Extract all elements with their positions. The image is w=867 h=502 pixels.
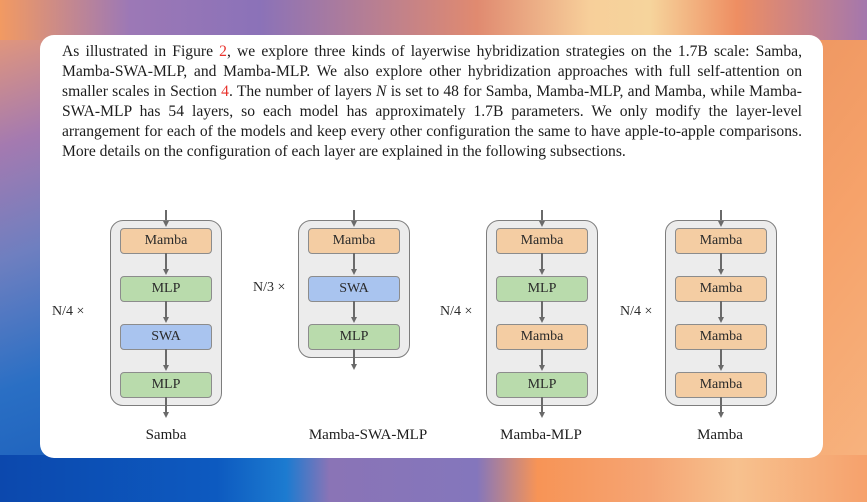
output-arrow-line bbox=[165, 397, 167, 412]
connector-line bbox=[353, 253, 355, 270]
figure-2-link[interactable]: 2 bbox=[219, 43, 227, 60]
arrowhead bbox=[538, 317, 545, 323]
connector-line bbox=[720, 349, 722, 366]
layer-block-swa: SWA bbox=[308, 276, 400, 302]
arrowhead bbox=[162, 412, 169, 418]
layer-block-mamba: Mamba bbox=[675, 372, 767, 398]
arrowhead bbox=[538, 365, 545, 371]
connector-line bbox=[165, 253, 167, 270]
arrowhead bbox=[538, 221, 545, 227]
arrowhead bbox=[350, 364, 357, 370]
arrowhead bbox=[162, 269, 169, 275]
architecture-caption: Mamba-SWA-MLP bbox=[308, 427, 428, 443]
layer-block-mlp: MLP bbox=[120, 276, 212, 302]
connector-line bbox=[541, 253, 543, 270]
output-arrow-line bbox=[353, 349, 355, 364]
connector-line bbox=[541, 349, 543, 366]
repeat-label: N/4 × bbox=[440, 304, 473, 319]
connector-line bbox=[165, 349, 167, 366]
arrowhead bbox=[162, 221, 169, 227]
repeat-label: N/4 × bbox=[52, 304, 85, 319]
layer-block-mamba: Mamba bbox=[675, 228, 767, 254]
layer-block-swa: SWA bbox=[120, 324, 212, 350]
architecture-caption: Mamba-MLP bbox=[500, 427, 582, 443]
connector-line bbox=[353, 301, 355, 318]
variable-n: N bbox=[376, 83, 387, 100]
para-seg-6: is set to 48 for Samba, Mamba-MLP, and M… bbox=[62, 83, 802, 160]
input-arrow-line bbox=[720, 210, 722, 222]
arrowhead bbox=[538, 269, 545, 275]
arrowhead bbox=[717, 221, 724, 227]
arrowhead bbox=[538, 412, 545, 418]
layer-block-mamba: Mamba bbox=[120, 228, 212, 254]
connector-line bbox=[720, 301, 722, 318]
connector-line bbox=[165, 301, 167, 318]
input-arrow-line bbox=[165, 210, 167, 222]
output-arrow-line bbox=[720, 397, 722, 412]
arrowhead bbox=[162, 365, 169, 371]
arrowhead bbox=[717, 269, 724, 275]
repeat-label: N/4 × bbox=[620, 304, 653, 319]
arrowhead bbox=[717, 412, 724, 418]
connector-line bbox=[720, 253, 722, 270]
arrowhead bbox=[717, 317, 724, 323]
paper-excerpt-card: As illustrated in Figure 2, we explore t… bbox=[40, 35, 823, 458]
layer-block-mamba: Mamba bbox=[675, 324, 767, 350]
layer-block-mlp: MLP bbox=[308, 324, 400, 350]
arrowhead bbox=[717, 365, 724, 371]
layer-block-mamba: Mamba bbox=[496, 324, 588, 350]
output-arrow-line bbox=[541, 397, 543, 412]
architecture-caption: Mamba bbox=[697, 427, 743, 443]
arrowhead bbox=[350, 221, 357, 227]
arrowhead bbox=[350, 317, 357, 323]
arrowhead bbox=[162, 317, 169, 323]
input-arrow-line bbox=[541, 210, 543, 222]
desktop-wallpaper-bottom bbox=[0, 455, 867, 502]
desktop-wallpaper-top bbox=[0, 0, 867, 40]
layer-block-mlp: MLP bbox=[496, 372, 588, 398]
layer-block-mamba: Mamba bbox=[496, 228, 588, 254]
layer-block-mamba: Mamba bbox=[308, 228, 400, 254]
repeat-label: N/3 × bbox=[253, 280, 286, 295]
arrowhead bbox=[350, 269, 357, 275]
layer-block-mlp: MLP bbox=[496, 276, 588, 302]
connector-line bbox=[541, 301, 543, 318]
layer-block-mamba: Mamba bbox=[675, 276, 767, 302]
section-4-link[interactable]: 4 bbox=[221, 83, 229, 100]
input-arrow-line bbox=[353, 210, 355, 222]
layer-block-mlp: MLP bbox=[120, 372, 212, 398]
para-seg-4: . The number of layers bbox=[228, 83, 377, 100]
para-seg-0: As illustrated in Figure bbox=[62, 43, 220, 60]
body-paragraph: As illustrated in Figure 2, we explore t… bbox=[62, 42, 802, 162]
para-seg-2: , we explore three kinds of layerwise hy… bbox=[62, 43, 802, 100]
architecture-caption: Samba bbox=[145, 427, 187, 443]
